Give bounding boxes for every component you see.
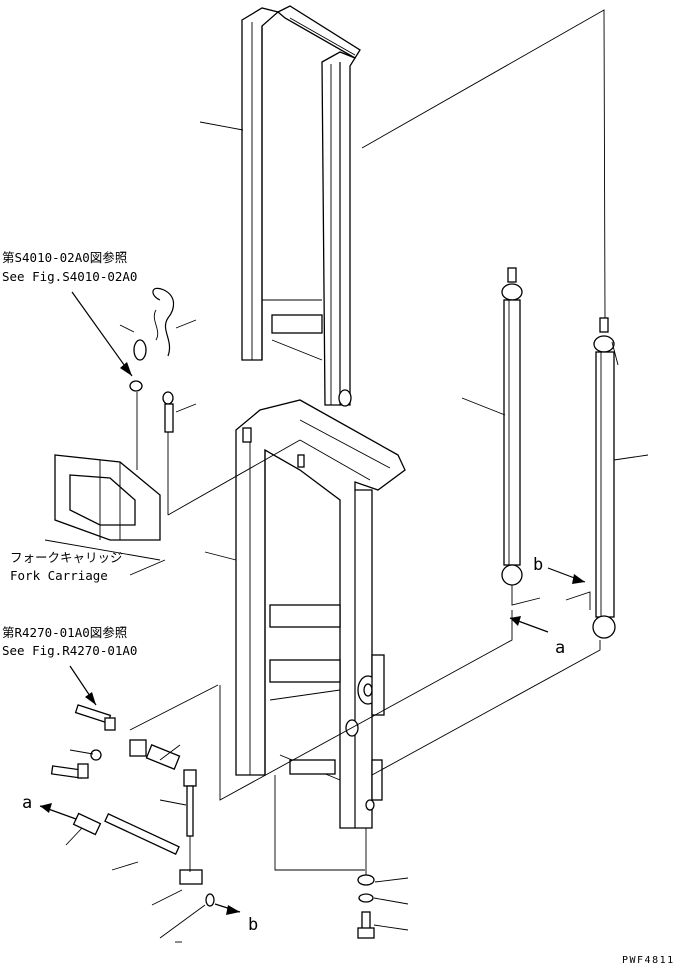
lift-cylinder-icon: [592, 317, 619, 639]
hose-fit-leader-2: [69, 749, 94, 755]
inner-mast-icon: [241, 5, 361, 407]
arrow-b-right: [547, 567, 586, 584]
arrow-a-left: [39, 803, 77, 820]
connection-line-top: [361, 9, 606, 321]
leader-chain-anchor: [175, 403, 197, 413]
reference-arrow-chain: [71, 291, 133, 377]
arrow-a-right: [509, 616, 549, 633]
fork-carriage-icon: [44, 454, 166, 576]
drawing-code: PWF4811: [622, 955, 675, 966]
connection-cyl-left: [511, 585, 541, 606]
arrow-label-a-right: a: [555, 638, 565, 658]
arrow-label-a-left: a: [22, 793, 32, 813]
leader-chain-bolt: [119, 324, 135, 333]
hose-fitting-icon: [50, 704, 215, 907]
connection-hose-route: [219, 610, 513, 801]
hose-fit-leader-3: [159, 799, 187, 806]
carriage-label-jp: フォークキャリッジ: [10, 550, 123, 565]
hose-fit-leader-6: [111, 861, 139, 871]
outer-mast-icon: [235, 399, 406, 829]
mast-base-outline: [274, 775, 365, 871]
reference-arrow-hose: [69, 665, 97, 706]
leader-cylinder-right: [613, 454, 649, 461]
leader-washer-2: [373, 897, 409, 905]
connection-cyl-base: [371, 640, 601, 776]
arrow-label-b-right: b: [533, 555, 543, 575]
leader-outer-mast: [204, 551, 237, 561]
leader-chain: [175, 319, 197, 329]
chain-ref-jp: 第S4010-02A0図参照: [2, 250, 127, 265]
leader-inner-mast: [199, 121, 244, 131]
mount-fastener-icon: [357, 828, 375, 939]
leader-cylinder-left: [461, 397, 506, 416]
hose-fit-leader-4: [159, 744, 181, 761]
arrow-label-b-bottom: b: [248, 915, 258, 935]
carriage-label-en: Fork Carriage: [10, 568, 108, 583]
hose-ref-en: See Fig.R4270-01A0: [2, 643, 137, 658]
hose-fit-leader-8: [159, 904, 206, 939]
chain-icon: [129, 287, 175, 433]
connection-carriage: [167, 439, 301, 516]
lift-cylinder-icon: [501, 267, 523, 586]
hose-ref-jp: 第R4270-01A0図参照: [2, 625, 127, 640]
hose-fit-leader-7: [151, 889, 183, 906]
leader-bolt: [373, 924, 409, 931]
hose-fit-leader-5: [65, 827, 83, 846]
connection-cyl-right: [565, 591, 591, 610]
hose-fit-leader-1: [129, 684, 219, 731]
chain-ref-en: See Fig.S4010-02A0: [2, 269, 137, 284]
leader-washer-1: [374, 877, 409, 883]
arrow-b-bottom: [214, 903, 241, 915]
